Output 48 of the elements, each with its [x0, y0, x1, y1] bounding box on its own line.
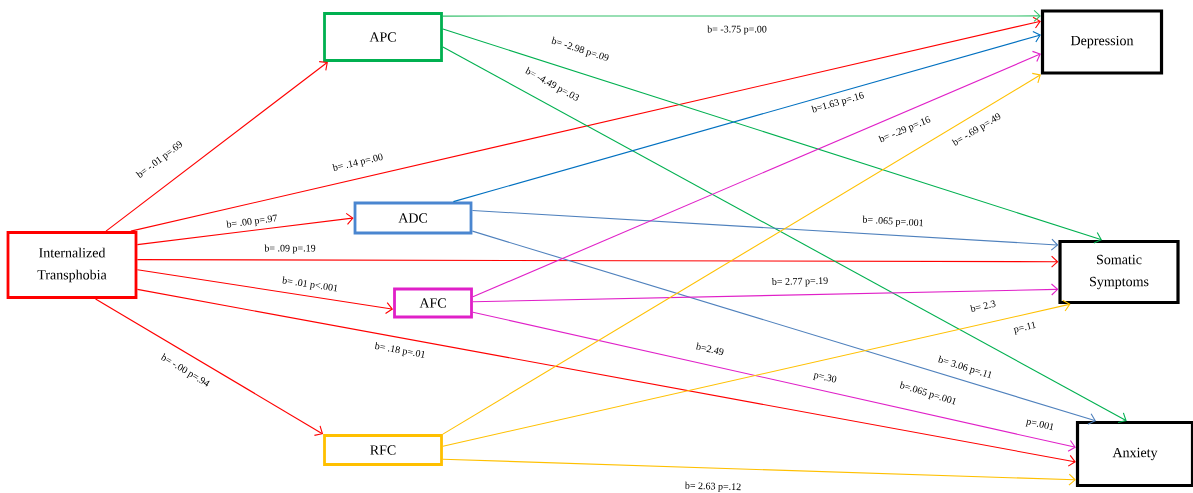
coefficient-label: p=.30 — [811, 370, 839, 386]
arrow — [442, 72, 1041, 435]
arrow — [472, 50, 1041, 298]
edge-label: b= -.00 p=.94 — [158, 351, 212, 391]
coefficient-label: b=.065 p=.001 — [897, 380, 959, 408]
coefficient-label: p=.11 — [1012, 320, 1039, 336]
variable-box: ADC — [353, 201, 473, 235]
variable-box: APC — [323, 12, 443, 62]
variable-box: Somatic Symptoms — [1058, 239, 1180, 305]
variable-box: AFC — [393, 287, 473, 319]
edge-label: b= .14 p=.00 — [331, 151, 385, 175]
edge-label: b= .09 p=.19 — [263, 243, 317, 255]
arrow — [130, 16, 1041, 232]
arrow — [471, 230, 1096, 425]
arrow — [136, 288, 1076, 467]
arrow — [136, 255, 1059, 268]
arrow — [136, 269, 394, 315]
arrow — [442, 9, 1041, 22]
variable-box: Internalized Transphobia — [6, 231, 138, 299]
edge-label: b= .00 p=.97 — [225, 213, 279, 231]
edge-label: b= 2.77 p=.19 — [770, 276, 830, 288]
edge-label: b= 2.3 — [968, 298, 998, 314]
edge-label: b= 3.06 p=.11 — [935, 354, 995, 382]
arrow — [105, 61, 328, 232]
arrow — [136, 212, 354, 246]
arrow — [442, 299, 1071, 447]
arrow — [452, 30, 1041, 203]
edge-label: b=2.49 — [694, 341, 726, 357]
edge-label: b= -2.98 p=.09 — [549, 35, 611, 65]
variable-box: Anxiety — [1075, 420, 1193, 488]
variable-box: Depression — [1040, 9, 1164, 75]
edge-label: b= 2.63 p=.12 — [683, 480, 743, 493]
arrow — [471, 209, 1059, 251]
variable-box: RFC — [323, 434, 443, 466]
edge-label: b= -3.75 p=.00 — [706, 24, 768, 36]
arrow — [442, 46, 1127, 423]
edge-label: b= -4.49 p=.03 — [522, 65, 582, 105]
arrow — [442, 28, 1103, 244]
arrow — [472, 311, 1076, 452]
edge-label: b= .01 p<.001 — [280, 275, 340, 295]
edge-label: b=1.63 p=.16 — [809, 90, 867, 116]
arrow — [95, 298, 324, 436]
arrow — [442, 458, 1076, 486]
edge-label: b= .065 p=.001 — [861, 214, 925, 230]
edge-label: b= -.29 p=.16 — [877, 114, 933, 146]
edge-label: b= .18 p=.01 — [373, 341, 427, 361]
arrow — [472, 283, 1059, 303]
coefficient-label: p=.001 — [1024, 416, 1056, 434]
